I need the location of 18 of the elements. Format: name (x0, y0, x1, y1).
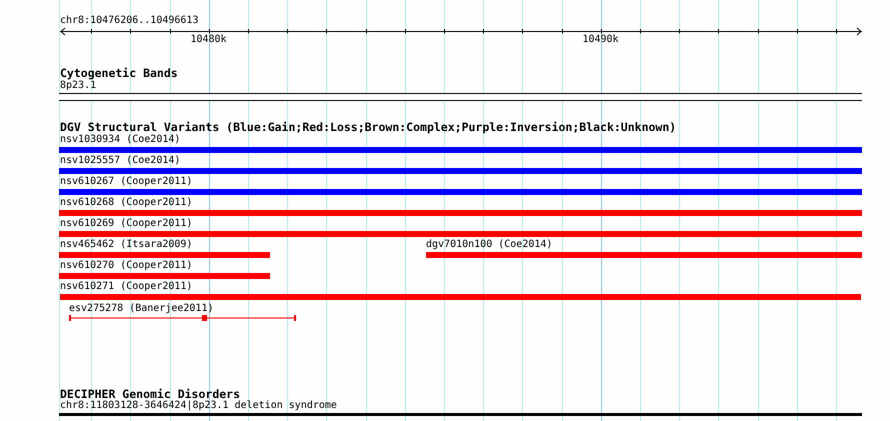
feature-label: dgv7010n100 (Coe2014) (426, 239, 552, 251)
track-heading: DECIPHER Genomic Disorders (60, 388, 240, 401)
position-label: chr8:10476206..10496613 (60, 15, 198, 27)
track-heading: Cytogenetic Bands (60, 67, 178, 80)
feature-label: chr8:11803128-3646424|8p23.1 deletion syndrome (60, 400, 337, 412)
feature-label: nsv1025557 (Coe2014) (60, 155, 180, 167)
feature-label: nsv610269 (Cooper2011) (60, 218, 192, 230)
feature-label: nsv610268 (Cooper2011) (60, 197, 192, 209)
feature-label: nsv610267 (Cooper2011) (60, 176, 192, 188)
feature-label: nsv610271 (Cooper2011) (60, 281, 192, 293)
feature-label: esv275278 (Banerjee2011) (69, 303, 214, 315)
track-heading: DGV Structural Variants (Blue:Gain;Red:Loss;Brown:Complex;Purple:Inversion;Black:Unknown) (60, 121, 676, 134)
feature-label: nsv1030934 (Coe2014) (60, 134, 180, 146)
feature-label: nsv610270 (Cooper2011) (60, 260, 192, 272)
band-label: 8p23.1 (60, 80, 96, 92)
tick-label: 10480k (190, 34, 227, 46)
feature-label: nsv465462 (Itsara2009) (60, 239, 192, 251)
tick-label: 10490k (582, 34, 619, 46)
